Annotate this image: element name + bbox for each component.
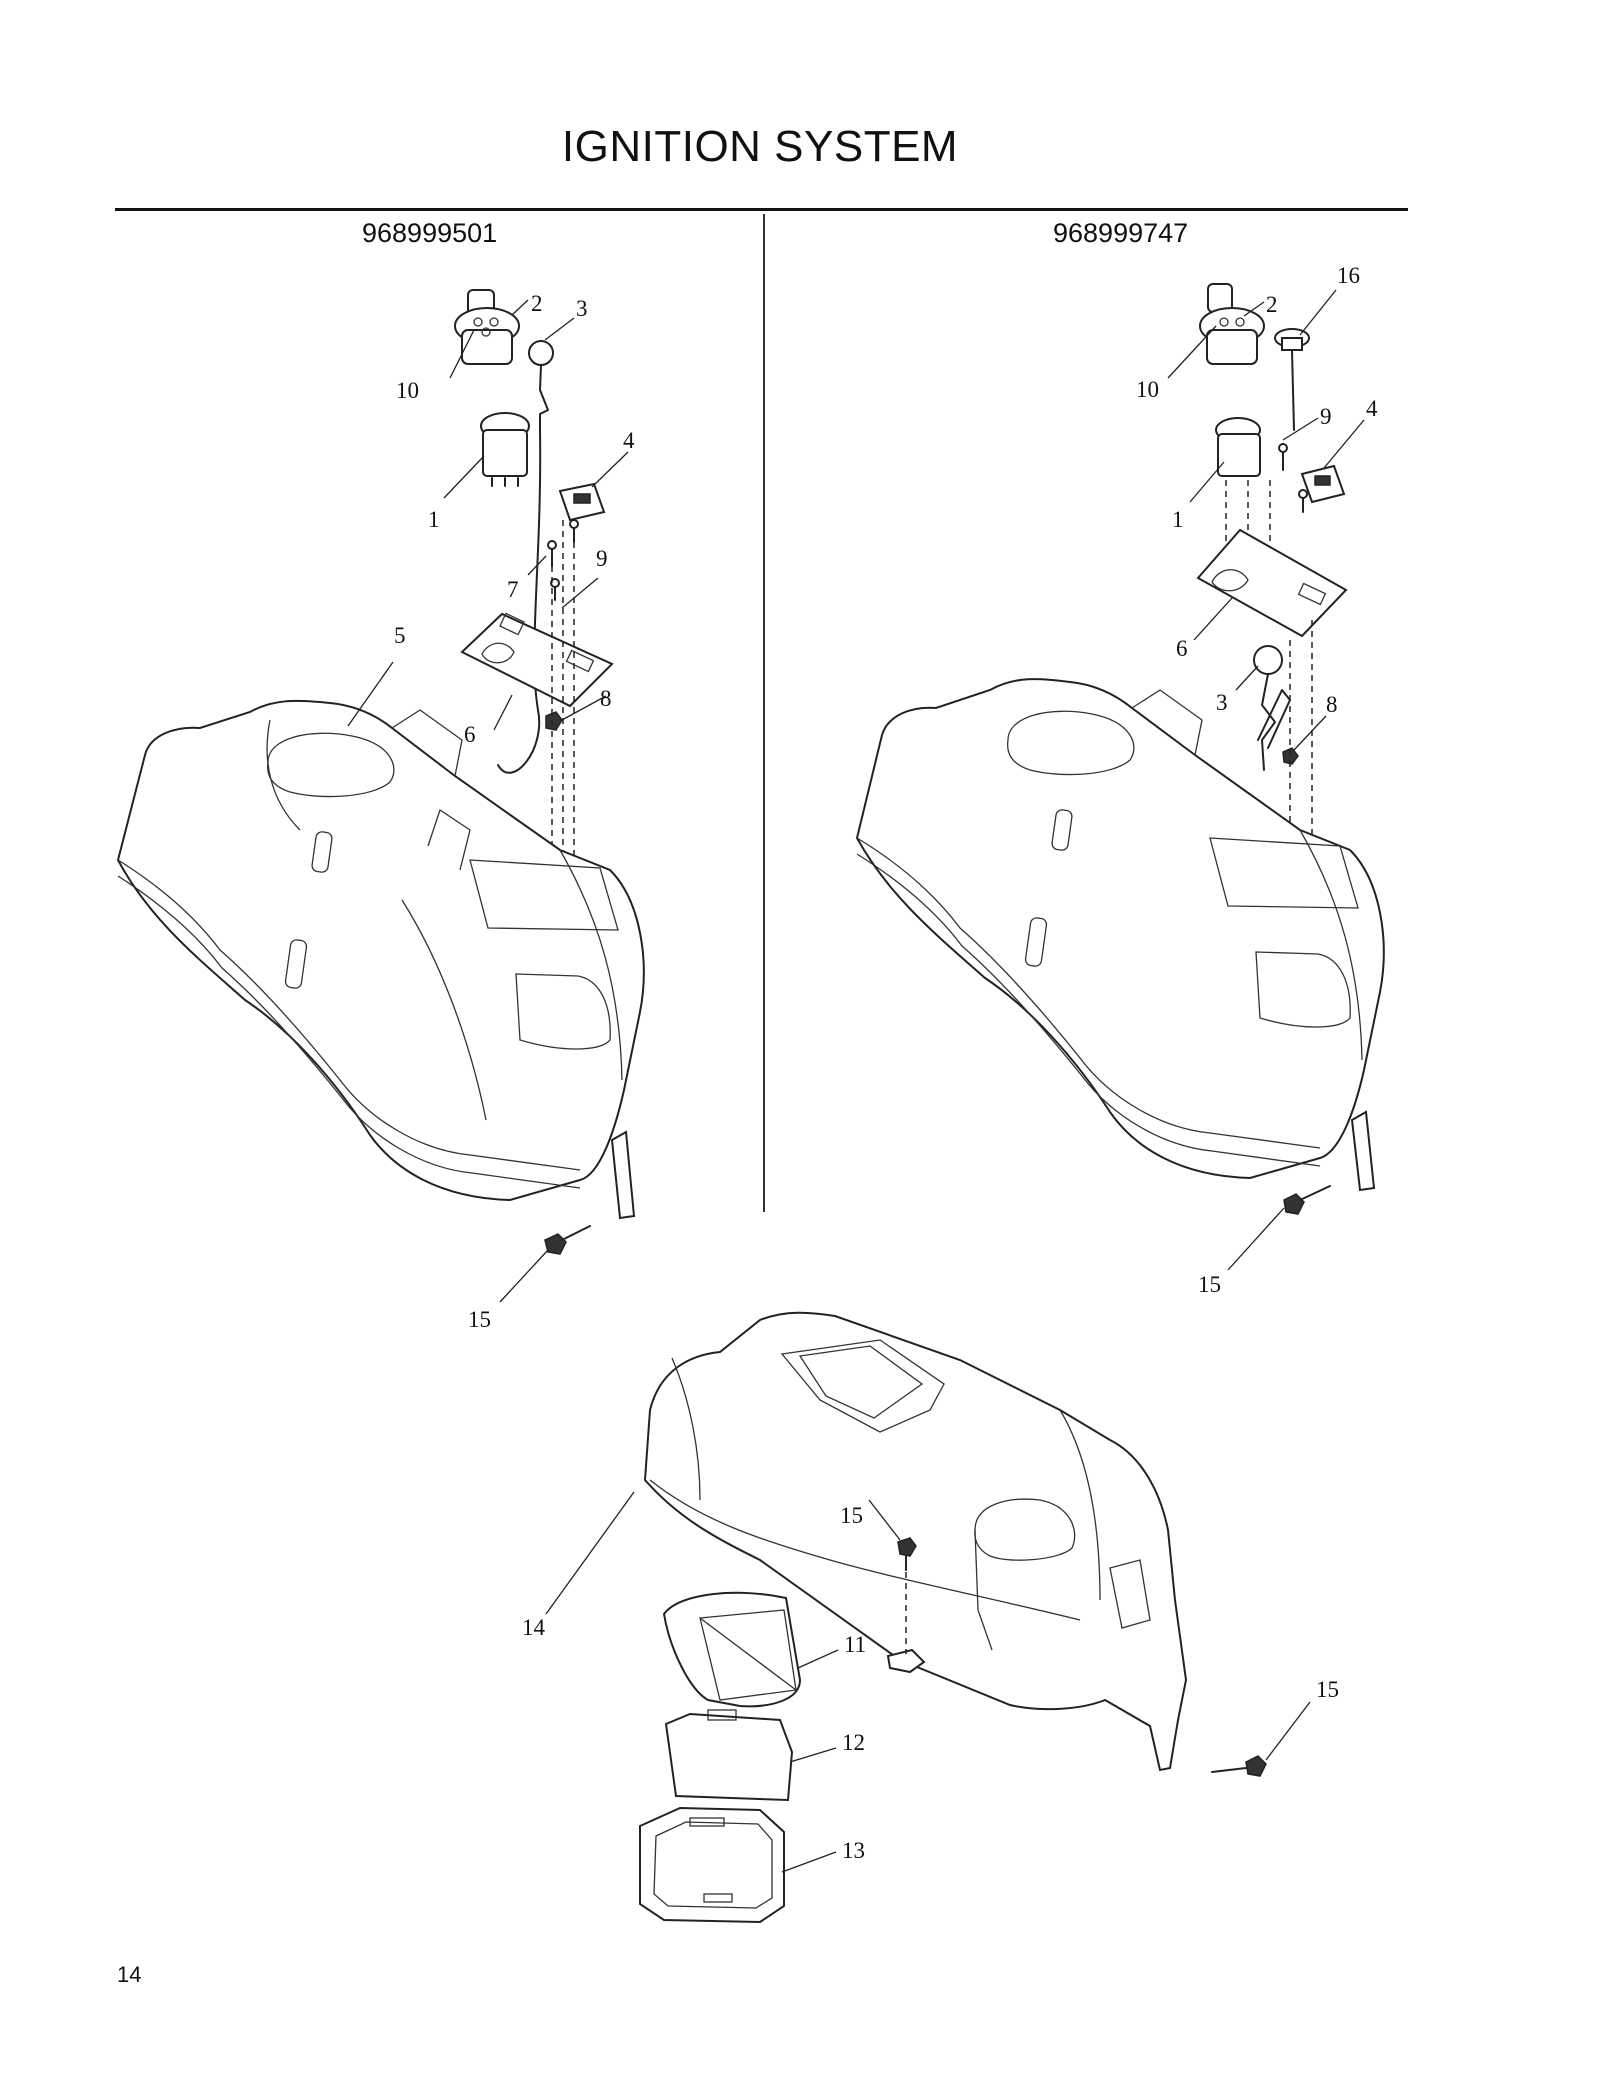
callout-bottom-11: 11 xyxy=(844,1632,866,1657)
callout-right-4: 4 xyxy=(1366,396,1378,421)
callout-left-1: 1 xyxy=(428,507,440,532)
callout-bottom-12: 12 xyxy=(842,1730,865,1755)
right-assembly: 16 10 2 9 4 1 6 3 8 15 xyxy=(855,263,1385,1297)
callout-bottom-15-right: 15 xyxy=(1316,1677,1339,1702)
column-divider xyxy=(763,214,765,1212)
callout-left-8: 8 xyxy=(600,686,612,711)
callout-left-4: 4 xyxy=(623,428,635,453)
switch-part-1 xyxy=(480,412,530,487)
bottom-assembly: 15 14 11 12 13 15 xyxy=(522,1311,1339,1924)
callout-left-15: 15 xyxy=(468,1307,491,1332)
pto-switch-part xyxy=(558,482,606,522)
mounting-plate-part xyxy=(460,612,614,708)
model-number-right: 968999747 xyxy=(1053,218,1189,248)
callout-left-3: 3 xyxy=(576,296,588,321)
callout-left-2: 2 xyxy=(531,291,543,316)
model-number-left: 968999501 xyxy=(362,218,498,248)
callout-right-16: 16 xyxy=(1337,263,1360,288)
callout-right-1: 1 xyxy=(1172,507,1184,532)
throttle-knob-cable-part xyxy=(497,340,554,774)
callout-right-3: 3 xyxy=(1216,690,1228,715)
title-rule xyxy=(115,208,1408,211)
callout-left-6: 6 xyxy=(464,722,476,747)
callout-left-10: 10 xyxy=(396,378,419,403)
fender-part-right xyxy=(855,678,1385,1192)
callout-bottom-14: 14 xyxy=(522,1615,546,1640)
callout-right-6: 6 xyxy=(1176,636,1188,661)
callout-left-5: 5 xyxy=(394,623,406,648)
callout-bottom-13: 13 xyxy=(842,1838,865,1863)
console-cover-part xyxy=(643,1311,1188,1772)
cup-holder-part xyxy=(662,1591,802,1708)
callout-right-9: 9 xyxy=(1320,404,1332,429)
callout-right-8: 8 xyxy=(1326,692,1338,717)
callout-left-7: 7 xyxy=(507,577,519,602)
pad-part xyxy=(664,1709,794,1802)
callout-right-10: 10 xyxy=(1136,377,1159,402)
callout-right-15: 15 xyxy=(1198,1272,1221,1297)
ignition-switch-part xyxy=(454,307,520,365)
left-assembly: 10 2 3 4 1 7 9 5 6 8 15 xyxy=(116,289,645,1332)
page-title: IGNITION SYSTEM xyxy=(561,122,959,171)
frame-part xyxy=(639,1806,785,1924)
fender-part xyxy=(116,699,645,1220)
page-number: 14 xyxy=(117,1962,142,1987)
callout-left-9: 9 xyxy=(596,546,608,571)
callout-bottom-15-top: 15 xyxy=(840,1503,863,1528)
callout-right-2: 2 xyxy=(1266,292,1278,317)
